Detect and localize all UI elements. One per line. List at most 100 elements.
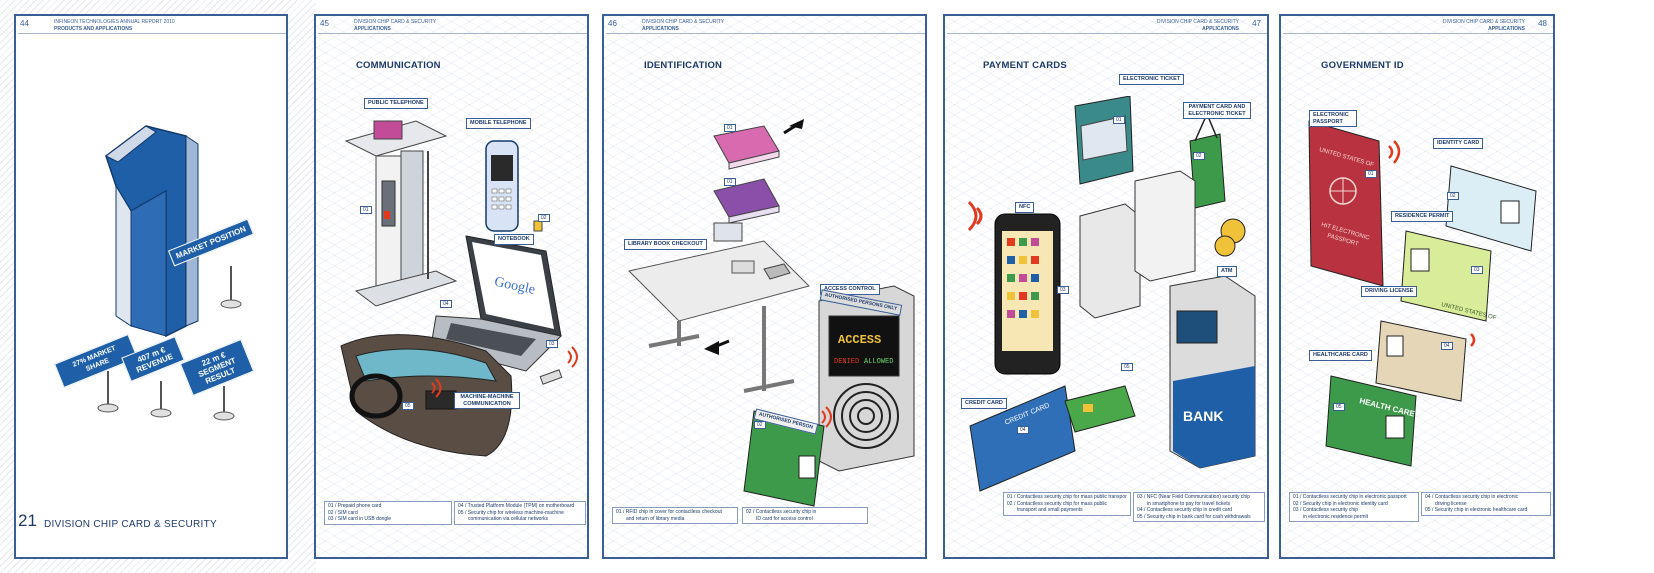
legend-right: 02 / Contactless security chip in ID car… <box>742 507 868 525</box>
label-notebook: NOTEBOOK <box>494 234 534 245</box>
callout-01: 01 <box>724 178 736 186</box>
legend-item: 04 / Contactless security chip in electr… <box>1425 494 1519 500</box>
header-rule <box>1283 33 1553 34</box>
running-head-section: APPLICATIONS <box>642 26 679 32</box>
callout-04: 04 <box>440 300 452 308</box>
section-title: GOVERNMENT ID <box>1321 60 1404 71</box>
reader-denied-text: DENIED <box>834 358 859 366</box>
label-credit-card: CREDIT CARD <box>961 398 1007 409</box>
callout-05: 05 <box>1333 403 1345 411</box>
label-library-book-checkout: LIBRARY BOOK CHECKOUT <box>624 239 707 250</box>
running-head: DIVISION CHIP CARD & SECURITY APPLICATIO… <box>354 19 436 33</box>
legend-item: 01 / Contactless security chip for mass … <box>1007 494 1127 500</box>
page-48: 48 DIVISION CHIP CARD & SECURITY APPLICA… <box>1279 14 1555 559</box>
page-number: 45 <box>320 19 329 28</box>
running-head: DIVISION CHIP CARD & SECURITY APPLICATIO… <box>1157 19 1239 33</box>
running-head-section: PRODUCTS AND APPLICATIONS <box>54 26 133 32</box>
callout-05: 05 <box>1121 363 1133 371</box>
chapter-number: 21 <box>18 511 37 530</box>
callout-03: 03 <box>1057 286 1069 294</box>
label-public-telephone: PUBLIC TELEPHONE <box>364 98 428 109</box>
running-head-line: DIVISION CHIP CARD & SECURITY <box>1156 19 1239 25</box>
callout-01: 01 <box>1365 170 1377 178</box>
running-head: DIVISION CHIP CARD & SECURITY APPLICATIO… <box>642 19 724 33</box>
reader-access-text: ACCESS <box>838 333 881 347</box>
header-rule <box>606 33 925 34</box>
callout-03: 03 <box>1471 266 1483 274</box>
label-nfc: NFC <box>1015 202 1035 213</box>
callout-01: 01 <box>724 124 736 132</box>
number-one-sculpture <box>97 125 242 421</box>
section-title: IDENTIFICATION <box>644 60 723 71</box>
payment-illustration: BANK CREDIT CARD <box>967 96 1256 492</box>
callout-03: 03 <box>546 340 558 348</box>
callout-01: 01 <box>1113 116 1125 124</box>
page-number: 44 <box>20 19 29 28</box>
legend-left: 01 / Prepaid phone card 02 / SIM card 03… <box>324 501 452 525</box>
callout-02: 02 <box>538 214 550 222</box>
legend-item: communication via cellular networks <box>468 516 549 523</box>
legend-item: driving license <box>1435 500 1467 507</box>
legend-left: 01 / Contactless security chip for mass … <box>1003 492 1131 516</box>
label-machine-communication: MACHINE-MACHINE COMMUNICATION <box>454 392 520 409</box>
running-head: INFINEON TECHNOLOGIES ANNUAL REPORT 2010… <box>54 19 175 33</box>
page-44: 44 INFINEON TECHNOLOGIES ANNUAL REPORT 2… <box>14 14 288 559</box>
label-payment-card-ticket: PAYMENT CARD AND ELECTRONIC TICKET <box>1183 102 1251 119</box>
callout-04: 04 <box>1017 426 1029 434</box>
reader-allowed-text: ALLOWED <box>864 358 893 366</box>
legend-left: 01 / Contactless security chip in electr… <box>1289 492 1419 523</box>
legend-item: 01 / Contactless security chip in electr… <box>1293 494 1407 500</box>
legend-item: 02 / Security chip in electronic identit… <box>1293 500 1388 507</box>
chapter-title: DIVISION CHIP CARD & SECURITY <box>44 519 217 530</box>
legend-item: in electronic residence permit <box>1303 513 1369 520</box>
label-identity-card: IDENTITY CARD <box>1433 138 1484 149</box>
identification-illustration: ACCESS DENIED ALLOWED <box>628 119 915 507</box>
legend-item: 04 / Contactless security chip in credit… <box>1137 507 1233 514</box>
callout-02: 02 <box>754 421 766 429</box>
label-driving-license: DRIVING LICENSE <box>1361 286 1418 297</box>
header-rule <box>947 33 1267 34</box>
running-head-line: DIVISION CHIP CARD & SECURITY <box>354 19 437 25</box>
legend-item: in smartphone to pay for travel tickets <box>1147 500 1231 507</box>
atm-bank-text: BANK <box>1183 408 1223 424</box>
legend-item: 03 / Contactless security chip <box>1293 507 1359 514</box>
callout-02: 02 <box>1447 192 1459 200</box>
label-electronic-passport: ELECTRONIC PASSPORT <box>1309 110 1357 127</box>
legend-item: 05 / Security chip for wireless machine-… <box>458 509 564 516</box>
page-number: 48 <box>1538 19 1547 28</box>
page-47: 47 DIVISION CHIP CARD & SECURITY APPLICA… <box>943 14 1269 559</box>
running-head-line: DIVISION CHIP CARD & SECURITY <box>642 19 725 25</box>
label-mobile-telephone: MOBILE TELEPHONE <box>466 118 531 129</box>
communication-illustration: Google <box>340 120 578 457</box>
label-electronic-ticket: ELECTRONIC TICKET <box>1119 74 1185 85</box>
legend-item: 05 / Security chip in electronic healthc… <box>1425 507 1528 514</box>
page-45: 45 DIVISION CHIP CARD & SECURITY APPLICA… <box>314 14 589 559</box>
legend-item: and return of library media <box>626 515 685 522</box>
legend-item: 02 / SIM card <box>328 509 358 516</box>
legend-item: 02 / Contactless security chip in <box>746 509 817 515</box>
section-title: COMMUNICATION <box>356 60 441 71</box>
label-healthcare-card: HEALTHCARE CARD <box>1309 350 1372 361</box>
legend-right: 04 / Trusted Platform Module (TPM) on mo… <box>454 501 586 525</box>
legend-left: 01 / RFID chip in cover for contactless … <box>612 507 738 525</box>
legend-item: 01 / Prepaid phone card <box>328 503 382 509</box>
legend-item: 04 / Trusted Platform Module (TPM) on mo… <box>458 503 575 509</box>
page-number: 46 <box>608 19 617 28</box>
page-46: 46 DIVISION CHIP CARD & SECURITY APPLICA… <box>602 14 927 559</box>
header-rule <box>318 33 587 34</box>
label-residence-permit: RESIDENCE PERMIT <box>1391 211 1454 222</box>
legend-item: 03 / SIM card in USB dongle <box>328 516 392 523</box>
legend-item: transport and small payments <box>1017 507 1083 514</box>
legend-item: 03 / NFC (Near Field Communication) secu… <box>1137 494 1251 500</box>
running-head-line: INFINEON TECHNOLOGIES ANNUAL REPORT 2010 <box>54 19 175 25</box>
label-atm: ATM <box>1217 266 1237 277</box>
header-rule <box>18 33 286 34</box>
legend-item: 05 / Security chip in bank card for cash… <box>1137 513 1251 520</box>
page-number: 47 <box>1252 19 1261 28</box>
running-head: DIVISION CHIP CARD & SECURITY APPLICATIO… <box>1443 19 1525 33</box>
callout-04: 04 <box>1441 342 1453 350</box>
legend-item: 02 / Contactless security chip for mass … <box>1007 500 1108 507</box>
callout-05: 05 <box>402 402 414 410</box>
legend-right: 04 / Contactless security chip in electr… <box>1421 492 1551 516</box>
government-id-illustration: UNITED STATES OF HIT ELECTRONIC PASSPORT… <box>1308 120 1537 467</box>
